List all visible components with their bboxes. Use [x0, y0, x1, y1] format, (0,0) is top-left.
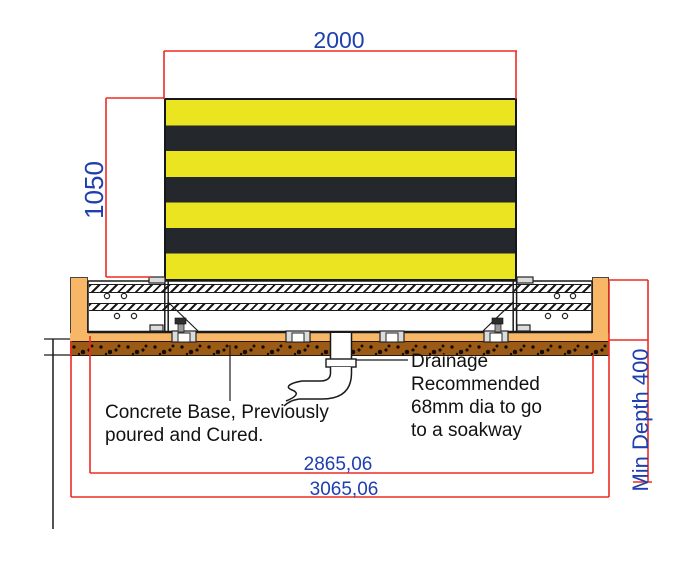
- dimension-label-base-outer-width: 3065,06: [309, 479, 379, 500]
- concrete-base-note-line1: Concrete Base, Previously: [105, 402, 329, 423]
- dimension-label-top-width: 2000: [313, 27, 365, 53]
- drain-pipe: [283, 333, 357, 407]
- drainage-note-line1: Drainage: [411, 351, 489, 372]
- concrete-base-note-line2: poured and Cured.: [105, 425, 264, 446]
- drainage-note-line3: 68mm dia to go: [411, 397, 542, 418]
- concrete-base-note: Concrete Base, Previously poured and Cur…: [105, 401, 329, 447]
- dimension-lines: [70, 50, 652, 498]
- dimension-label-base-inner-width: 2865,06: [303, 454, 373, 475]
- frame-steel-plate-bottom: [89, 302, 591, 311]
- drainage-note-line2: Recommended: [411, 374, 540, 395]
- dimension-label-min-depth: Min Depth 400: [628, 348, 653, 492]
- dimension-label-left-height: 1050: [79, 161, 109, 219]
- drainage-note-line4: to a soakway: [411, 420, 522, 441]
- anchor-bolts: [174, 317, 504, 333]
- leader-lines: [44, 338, 408, 529]
- frame-steel-plate-top: [89, 283, 591, 293]
- fixing-brackets: [148, 276, 534, 332]
- frame-bolt-holes: [103, 292, 577, 320]
- drainage-note: Drainage Recommended 68mm dia to go to a…: [411, 350, 542, 442]
- hazard-striped-unit: [164, 98, 517, 281]
